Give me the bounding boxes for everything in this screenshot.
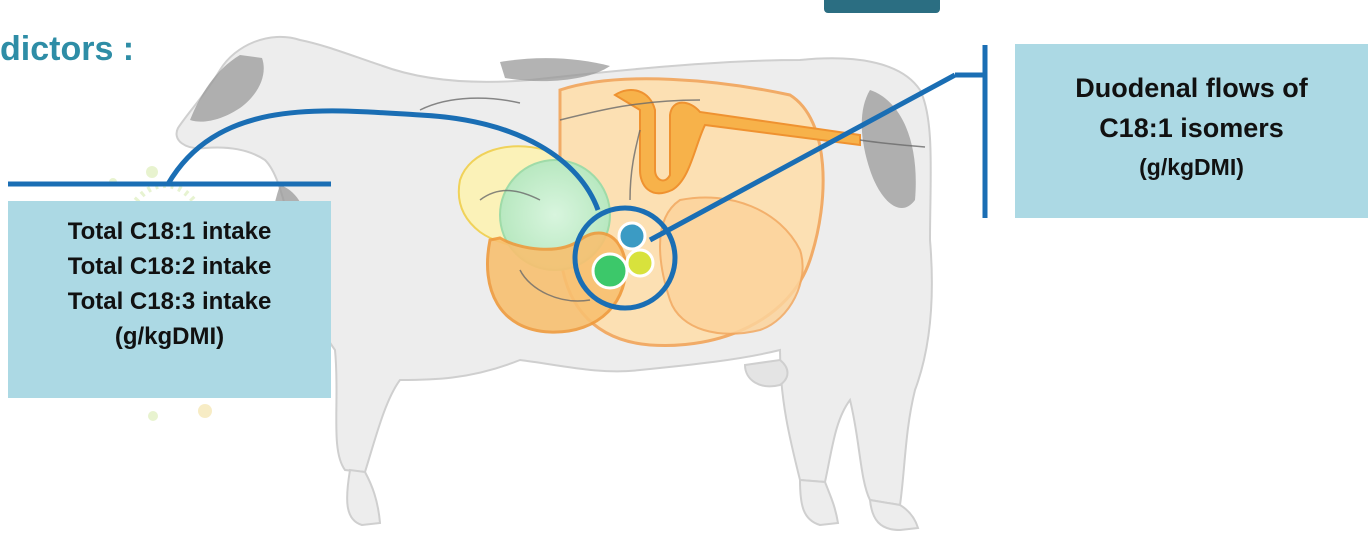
intake-line-c18-2: Total C18:2 intake	[8, 249, 331, 284]
output-unit: (g/kgDMI)	[1015, 148, 1368, 186]
duodenal-flows-box: Duodenal flows of C18:1 isomers (g/kgDMI…	[1015, 44, 1368, 218]
intake-predictors-box: Total C18:1 intake Total C18:2 intake To…	[8, 201, 331, 398]
dot-blue	[619, 223, 645, 249]
dot-yellow	[627, 250, 653, 276]
dot-green	[593, 254, 627, 288]
intake-line-c18-1: Total C18:1 intake	[8, 214, 331, 249]
intake-unit: (g/kgDMI)	[8, 319, 331, 354]
output-line-2: C18:1 isomers	[1015, 108, 1368, 148]
output-line-1: Duodenal flows of	[1015, 68, 1368, 108]
intake-line-c18-3: Total C18:3 intake	[8, 284, 331, 319]
